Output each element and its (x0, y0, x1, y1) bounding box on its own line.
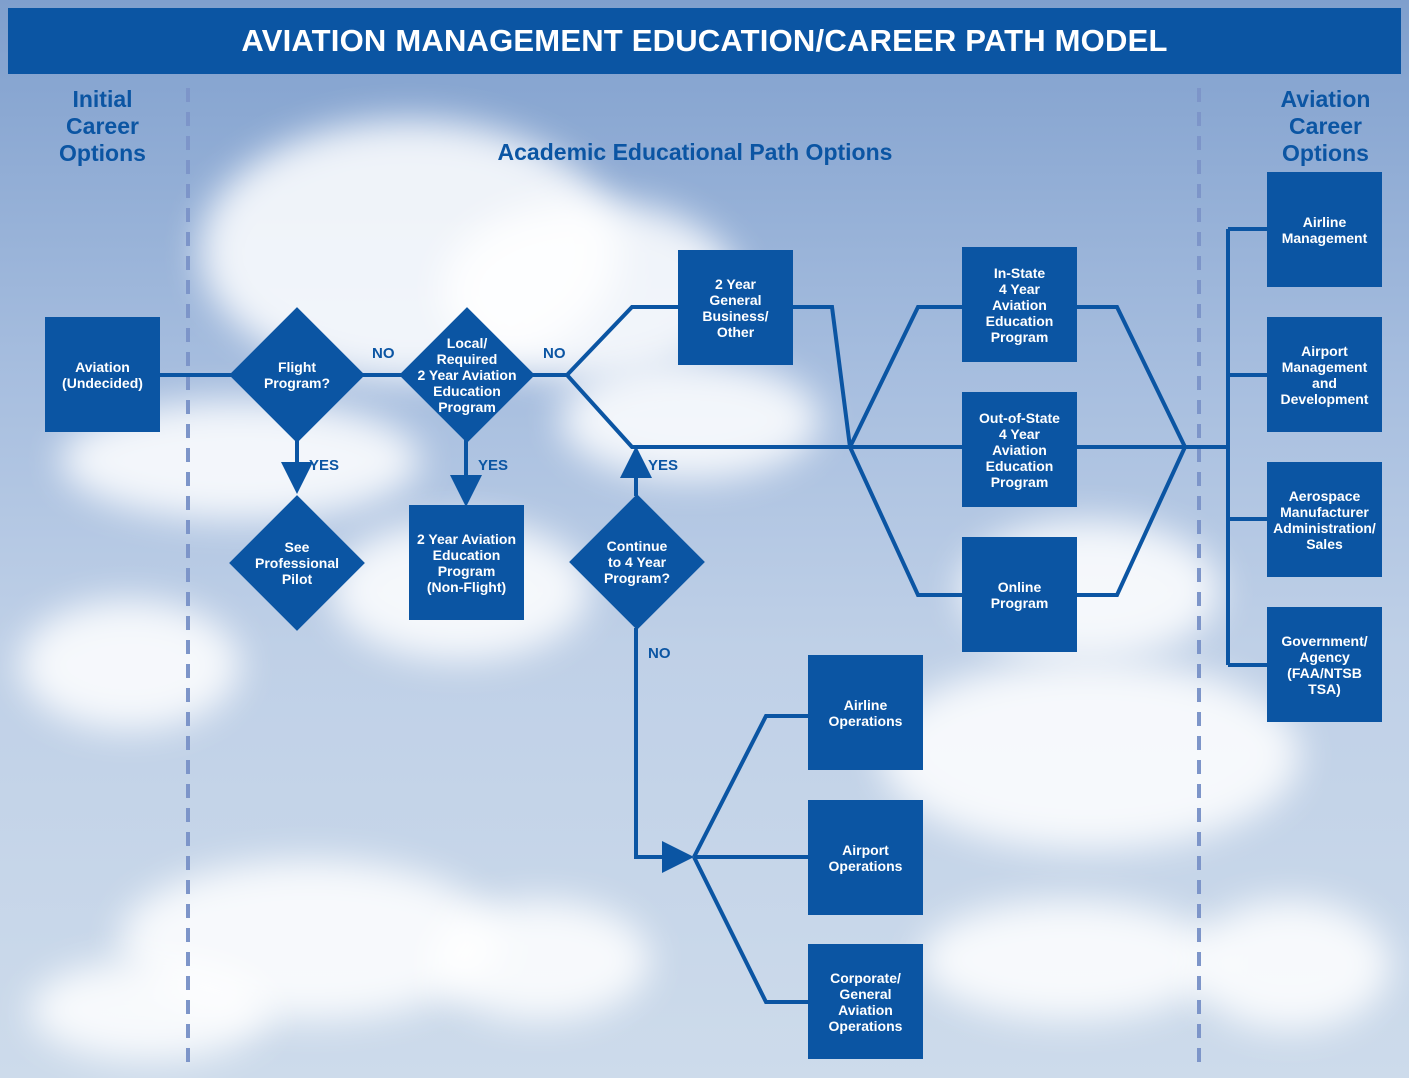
cloud (560, 360, 820, 480)
edge-to-junction (565, 373, 850, 449)
edge-online-right (1076, 446, 1187, 597)
edge-instate-right (1076, 305, 1187, 448)
node-label: Flight Program? (263, 359, 331, 391)
node-label: 2 Year Aviation Education Program (Non-F… (416, 530, 517, 595)
node-label: Online Program (990, 578, 1049, 611)
edge-continue-no (634, 628, 694, 873)
node-label: Local/ Required 2 Year Aviation Educatio… (417, 335, 517, 415)
edge-to-instate (848, 305, 962, 448)
column-header-initial: Initial Career Options (59, 86, 146, 166)
node-airline-management: Airline Management (1267, 172, 1382, 287)
node-label: Airline Operations (828, 696, 903, 729)
label-no-flight: NO (372, 345, 395, 362)
node-2yr-nonflight: 2 Year Aviation Education Program (Non-F… (409, 505, 524, 620)
label-no-continue: NO (648, 645, 671, 662)
cloud (1190, 900, 1390, 1030)
node-label: Aviation (Undecided) (62, 358, 143, 391)
column-header-academic: Academic Educational Path Options (497, 139, 893, 165)
node-label: Out-of-State 4 Year Aviation Education P… (979, 409, 1060, 490)
node-government-agency: Government/ Agency (FAA/NTSB TSA) (1267, 607, 1382, 722)
node-label: Government/ Agency (FAA/NTSB TSA) (1281, 632, 1368, 697)
node-label: Airport Management and Development (1280, 342, 1369, 407)
label-yes-local: YES (478, 457, 509, 474)
node-out-of-state-4yr: Out-of-State 4 Year Aviation Education P… (962, 392, 1077, 507)
node-label: Aerospace Manufacturer Administration/ S… (1273, 487, 1376, 552)
node-label: Airline Management (1281, 213, 1368, 246)
label-yes-flight: YES (309, 457, 340, 474)
decision-flight-program: Flight Program? (229, 307, 365, 443)
title-bar: AVIATION MANAGEMENT EDUCATION/CAREER PAT… (8, 8, 1401, 74)
cloud (20, 600, 240, 730)
edge-to-general (565, 305, 678, 377)
node-in-state-4yr: In-State 4 Year Aviation Education Progr… (962, 247, 1077, 362)
cloud (430, 900, 650, 1020)
node-label: Continue to 4 Year Program? (603, 538, 671, 586)
column-header-career: Aviation Career Options (1280, 86, 1371, 166)
edge-to-corporate-ops (692, 856, 808, 1004)
edge-general-junction (792, 305, 852, 448)
node-label: In-State 4 Year Aviation Education Progr… (985, 264, 1054, 345)
node-aerospace-manufacturer: Aerospace Manufacturer Administration/ S… (1267, 462, 1382, 577)
node-online-program: Online Program (962, 537, 1077, 652)
label-yes-continue: YES (648, 457, 679, 474)
label-no-local: NO (543, 345, 566, 362)
node-label: See Professional Pilot (254, 539, 340, 587)
page-title: AVIATION MANAGEMENT EDUCATION/CAREER PAT… (241, 23, 1168, 58)
node-label: Airport Operations (828, 841, 903, 874)
cloud (920, 900, 1220, 1020)
node-see-professional-pilot: See Professional Pilot (229, 495, 365, 631)
edge-to-airline-ops (692, 714, 808, 858)
node-2yr-general-business: 2 Year General Business/ Other (678, 250, 793, 365)
edge-to-online (848, 446, 962, 597)
decision-continue-4yr: Continue to 4 Year Program? (568, 494, 706, 630)
node-airport-operations: Airport Operations (808, 800, 923, 915)
decision-local-required: Local/ Required 2 Year Aviation Educatio… (398, 307, 536, 443)
node-airline-operations: Airline Operations (808, 655, 923, 770)
node-label: 2 Year General Business/ Other (702, 275, 769, 340)
node-aviation-undecided: Aviation (Undecided) (45, 317, 160, 432)
node-corporate-operations: Corporate/ General Aviation Operations (808, 944, 923, 1059)
cloud (30, 960, 270, 1060)
node-label: Corporate/ General Aviation Operations (828, 969, 903, 1034)
node-airport-management: Airport Management and Development (1267, 317, 1382, 432)
cloud (880, 660, 1300, 850)
